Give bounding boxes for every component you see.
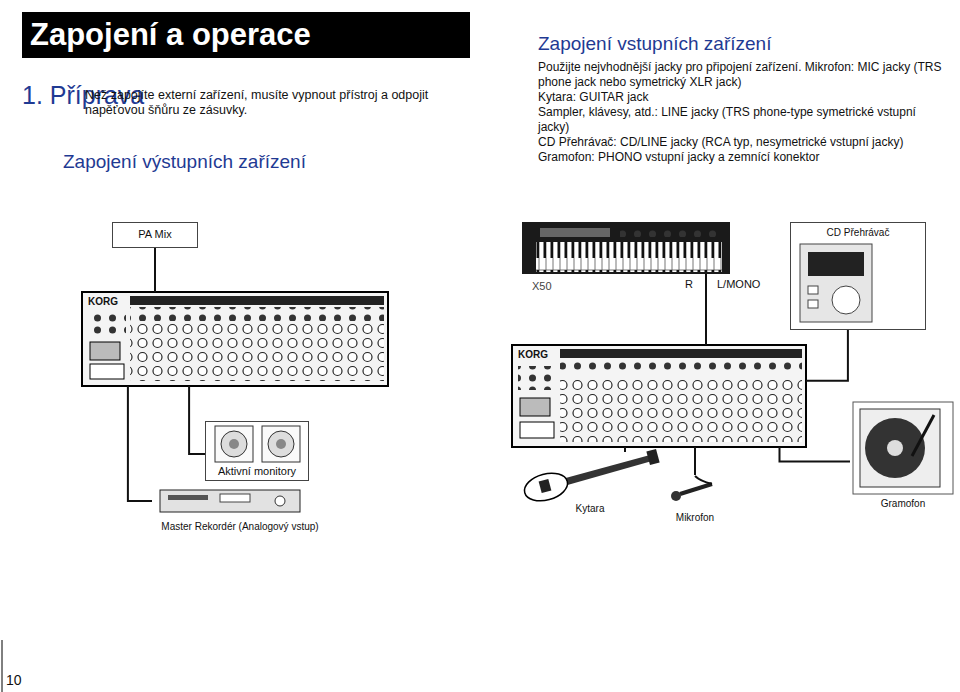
power-socket bbox=[520, 398, 550, 416]
output-box: PA Mix bbox=[112, 222, 198, 248]
speaker-cabinet bbox=[262, 426, 300, 462]
keyboard-body bbox=[522, 222, 730, 274]
cable-connector bbox=[624, 447, 626, 452]
jack-label: L/MONO bbox=[716, 278, 761, 291]
recorder-knob bbox=[275, 496, 285, 506]
cable-connector bbox=[154, 248, 156, 292]
jack-label: R bbox=[684, 278, 694, 291]
speaker-cabinet bbox=[215, 426, 253, 462]
recorder-slot bbox=[168, 495, 208, 500]
body-text: CD Přehrávač: CD/LINE jacky (RCA typ, ne… bbox=[538, 135, 948, 150]
guitar-pickup bbox=[539, 479, 552, 493]
note-text: Než zapojíte externí zařízení, musíte vy… bbox=[85, 88, 490, 118]
jack-row bbox=[130, 307, 384, 321]
keyboard-illustration bbox=[522, 222, 730, 294]
guitar-text: Kytara bbox=[576, 503, 605, 515]
keyboard-buttons bbox=[620, 228, 716, 237]
jack-row bbox=[560, 360, 802, 374]
speaker-cap bbox=[276, 439, 286, 449]
xlr-jacks bbox=[518, 366, 556, 390]
turntable-illustration bbox=[853, 402, 953, 494]
microphone: Mikrofon bbox=[665, 475, 725, 527]
speaker-cone bbox=[268, 431, 294, 457]
turntable-base bbox=[860, 409, 940, 487]
keyboard-text: X50 bbox=[532, 280, 552, 293]
page-title: Zapojení a operace bbox=[30, 16, 470, 53]
microphone-head bbox=[671, 491, 681, 501]
turntable-tonearm bbox=[912, 415, 934, 456]
recorder-display bbox=[220, 494, 250, 502]
guitar-neck bbox=[562, 455, 652, 486]
guitar: Kytara bbox=[520, 452, 660, 518]
microphone-text: Mikrofon bbox=[676, 512, 714, 524]
cable-connector bbox=[780, 447, 851, 462]
recorder-text: Master Rekordér (Analogový vstup) bbox=[161, 521, 318, 533]
speaker-cone bbox=[221, 431, 247, 457]
guitar-head bbox=[646, 449, 659, 465]
section-heading: Zapojení vstupních zařízení bbox=[538, 33, 771, 56]
keyboard: X50 bbox=[522, 222, 734, 294]
recorder-illustration bbox=[160, 490, 300, 512]
page-edge-line bbox=[2, 640, 3, 692]
cable-connector bbox=[189, 386, 205, 454]
cd-jog-wheel bbox=[832, 286, 860, 314]
cable bbox=[695, 476, 712, 484]
title-bar: Zapojení a operace bbox=[22, 12, 470, 58]
mixer-illustration bbox=[82, 292, 388, 386]
xlr-jacks bbox=[88, 312, 126, 336]
microphone-illustration bbox=[671, 476, 712, 501]
keyboard-display bbox=[540, 228, 610, 237]
body-text: Sampler, klávesy, atd.: LINE jacky (TRS … bbox=[538, 105, 948, 135]
cable-connector bbox=[694, 447, 696, 475]
monitor-box: Aktivní monitory bbox=[205, 421, 309, 481]
mixer-panel: KORG bbox=[512, 345, 806, 447]
channel-strip bbox=[560, 349, 802, 358]
cd-button bbox=[808, 300, 818, 308]
body-text: Kytara: GUITAR jack bbox=[538, 90, 948, 105]
turntable: Gramofon bbox=[850, 400, 956, 512]
body-text: Gramofon: PHONO vstupní jacky a zemnící … bbox=[538, 150, 948, 165]
mixer-body bbox=[82, 292, 388, 386]
mixer-panel: KORG bbox=[82, 292, 388, 386]
cd-player-body bbox=[800, 244, 872, 322]
power-socket bbox=[90, 342, 120, 360]
switch-panel bbox=[90, 364, 124, 379]
cable-connector bbox=[806, 330, 848, 381]
keyboard-keys bbox=[536, 242, 722, 272]
output-box-text: PA Mix bbox=[138, 228, 171, 241]
turntable-text: Gramofon bbox=[881, 498, 925, 510]
speaker-illustration bbox=[215, 426, 300, 462]
cd-player-illustration bbox=[800, 244, 872, 322]
switch-panel bbox=[520, 422, 554, 438]
page-number: 10 bbox=[6, 672, 22, 689]
recorder-body bbox=[160, 490, 300, 512]
cd-display bbox=[808, 252, 864, 276]
monitor-box-text: Aktivní monitory bbox=[218, 465, 296, 478]
microphone-body bbox=[680, 484, 712, 494]
cable-connector bbox=[128, 386, 152, 501]
text-block: Použijte nejvhodnější jacky pro připojen… bbox=[538, 60, 948, 165]
cable bbox=[705, 274, 707, 294]
knob-rows bbox=[560, 376, 802, 442]
speaker-cap bbox=[229, 439, 239, 449]
turntable-frame bbox=[853, 402, 953, 494]
mixer-panel-text: KORG bbox=[518, 349, 548, 361]
mixer-body bbox=[512, 345, 806, 447]
cd-button bbox=[808, 286, 818, 294]
turntable-label bbox=[887, 440, 903, 456]
section-heading: Zapojení výstupních zařízení bbox=[63, 151, 306, 174]
recorder: Master Rekordér (Analogový vstup) bbox=[152, 488, 328, 536]
cable-connector bbox=[705, 294, 707, 345]
mixer-illustration bbox=[512, 345, 806, 447]
cd-player-box-text: CD Přehrávač bbox=[827, 227, 890, 239]
guitar-illustration bbox=[521, 449, 659, 505]
cd-player-box: CD Přehrávač bbox=[790, 222, 926, 330]
mixer-panel-text: KORG bbox=[88, 296, 118, 308]
knob-rows bbox=[130, 323, 384, 381]
body-text: Použijte nejvhodnější jacky pro připojen… bbox=[538, 60, 948, 90]
guitar-body bbox=[521, 469, 570, 506]
channel-strip bbox=[130, 296, 384, 305]
